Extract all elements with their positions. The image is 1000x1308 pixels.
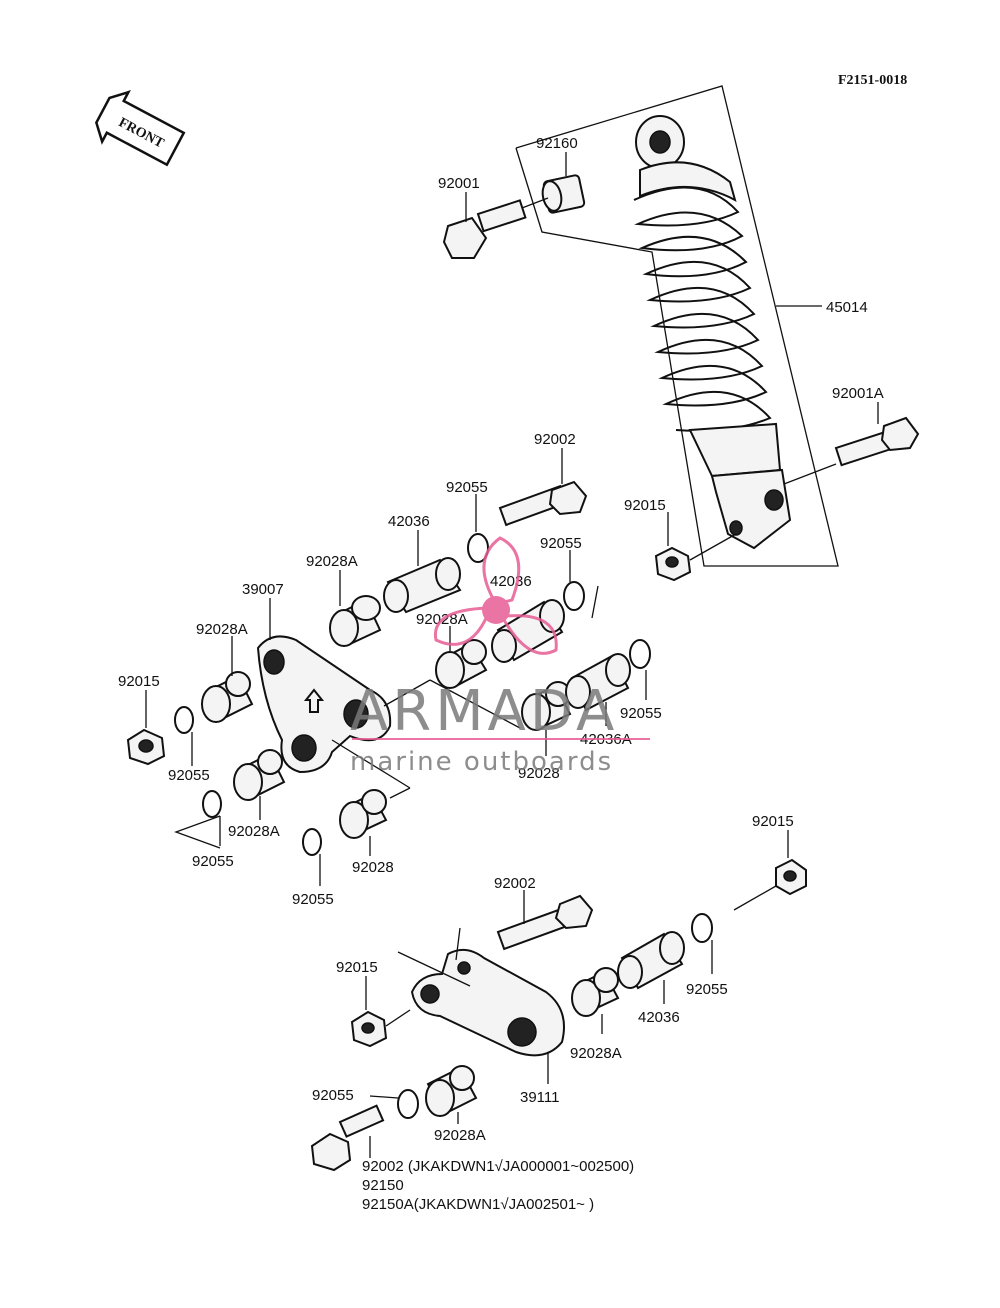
bolt-92002-low — [496, 894, 594, 951]
label-92001-top: 92001 — [438, 175, 480, 192]
oring-92055-b — [563, 581, 585, 611]
label-42036-a: 42036 — [388, 513, 430, 530]
label-92028-right: 92028 — [518, 765, 560, 782]
nut-92015-left — [126, 728, 166, 766]
bushing-92028A-f — [425, 1065, 478, 1117]
sleeve-42036A — [565, 653, 631, 712]
watermark-tagline: marine outboards — [350, 747, 613, 777]
label-92055-h: 92055 — [312, 1087, 354, 1104]
bushing-92028A-a — [329, 595, 382, 647]
nut-92015-link — [350, 1010, 388, 1048]
note-line-3: 92150A(JKAKDWN1√JA002501~ ) — [362, 1196, 594, 1213]
sleeve-42036-a — [383, 557, 462, 614]
bushing-92028A-mid — [435, 639, 488, 689]
shock-absorber — [633, 115, 792, 550]
note-line-1: 92002 (JKAKDWN1√JA000001~002500) — [362, 1158, 634, 1175]
oring-92055-g — [691, 913, 713, 943]
oring-92055-left-upper — [174, 706, 194, 734]
label-42036-c: 42036 — [638, 1009, 680, 1026]
label-92002-low: 92002 — [494, 875, 536, 892]
sleeve-42036-b — [491, 599, 565, 663]
label-92015-shock: 92015 — [624, 497, 666, 514]
diagram-code: F2151-0018 — [838, 73, 907, 88]
sleeve-42036-c — [617, 931, 685, 990]
label-39111: 39111 — [520, 1089, 560, 1106]
shock-spring — [633, 186, 772, 432]
bolt-92001 — [442, 199, 527, 259]
label-92015-right: 92015 — [752, 813, 794, 830]
bolt-92002-mid — [498, 480, 588, 527]
label-92015-left: 92015 — [118, 673, 160, 690]
oring-92055-h — [397, 1089, 419, 1119]
nut-92015-right — [775, 858, 807, 896]
label-92028A-a: 92028A — [306, 553, 358, 570]
bushing-92028A-d — [233, 749, 286, 801]
label-92028A-e: 92028A — [570, 1045, 622, 1062]
label-92055-b: 92055 — [540, 535, 582, 552]
bolt-92001A — [834, 416, 920, 467]
label-42036-b: 42036 — [490, 573, 532, 590]
watermark-brand: ARMADA — [350, 679, 618, 744]
bushing-92028A-e — [571, 967, 620, 1017]
label-92055-left-upper: 92055 — [168, 767, 210, 784]
oring-92055-center — [302, 828, 322, 856]
bolt-92002-bottom — [310, 1104, 385, 1172]
label-45014: 45014 — [826, 299, 868, 316]
bushing-92028-lower — [339, 789, 388, 839]
propeller-icon — [433, 536, 558, 655]
label-92028A-b: 92028A — [196, 621, 248, 638]
label-92028A-d: 92028A — [228, 823, 280, 840]
label-92160: 92160 — [536, 135, 578, 152]
oring-92055-left-lower — [202, 790, 222, 818]
bushing-92028-right — [521, 681, 572, 731]
label-92055-g: 92055 — [686, 981, 728, 998]
label-92055-a: 92055 — [446, 479, 488, 496]
label-92015-link: 92015 — [336, 959, 378, 976]
label-39007: 39007 — [242, 581, 284, 598]
shock-group-outline — [515, 85, 839, 567]
label-92001A: 92001A — [832, 385, 884, 402]
label-92028-lower: 92028 — [352, 859, 394, 876]
label-92055-right: 92055 — [620, 705, 662, 722]
label-92002-mid: 92002 — [534, 431, 576, 448]
oring-92055-a — [467, 533, 489, 563]
link-39111 — [410, 948, 565, 1057]
label-92055-center: 92055 — [292, 891, 334, 908]
label-92028A-f: 92028A — [434, 1127, 486, 1144]
oring-92055-right — [629, 639, 651, 669]
collar-92160 — [541, 174, 586, 214]
label-92055-left-lower: 92055 — [192, 853, 234, 870]
front-arrow-icon: FRONT — [94, 90, 186, 167]
nut-92015-shock — [654, 546, 692, 582]
watermark-logo: ARMADA marine outboards — [350, 536, 650, 777]
bushing-92028A-b — [201, 671, 254, 723]
note-line-2: 92150 — [362, 1177, 404, 1194]
